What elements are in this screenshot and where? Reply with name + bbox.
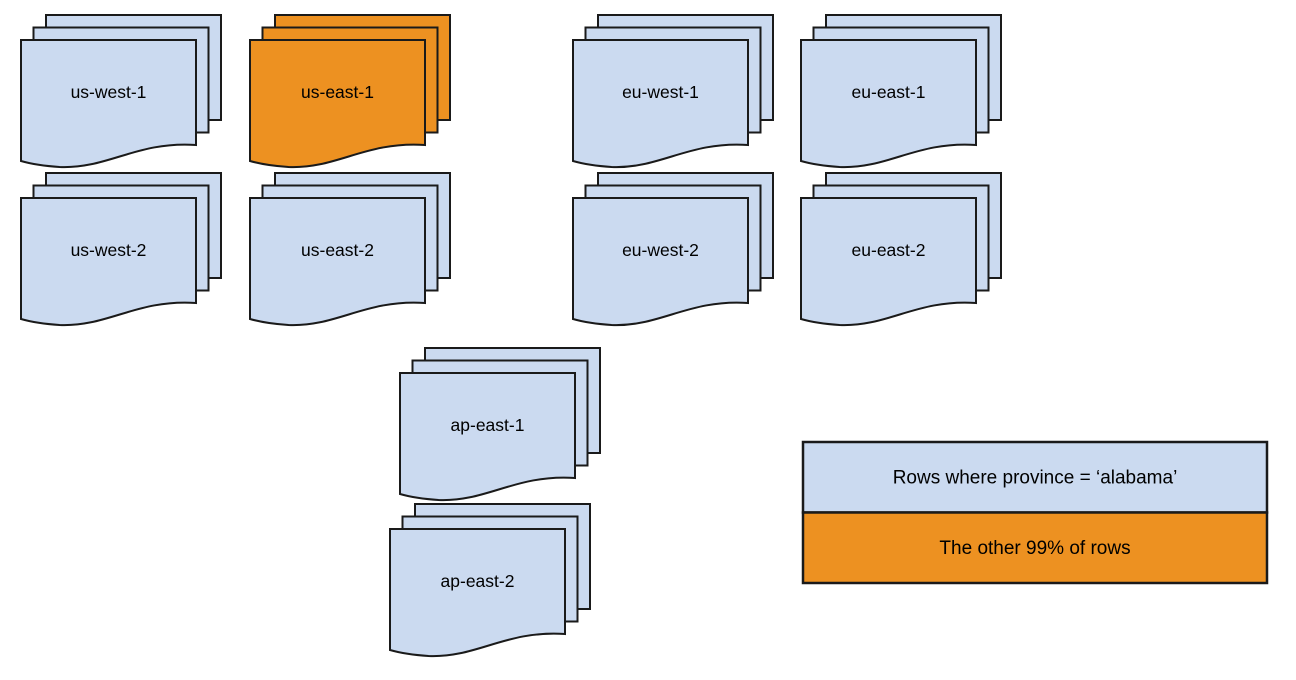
stack-label-eu-west-1: eu-west-1	[622, 82, 699, 102]
document-stack-us-west-2[interactable]: us-west-2	[20, 172, 222, 327]
stack-sheet-front	[399, 372, 576, 502]
document-stack-ap-east-2[interactable]: ap-east-2	[389, 503, 591, 658]
legend-swatch-highlight	[801, 440, 1269, 514]
legend-label-legend-other: The other 99% of rows	[939, 538, 1130, 559]
document-stack-eu-east-2[interactable]: eu-east-2	[800, 172, 1002, 327]
document-stack-eu-east-1[interactable]: eu-east-1	[800, 14, 1002, 169]
stack-label-eu-east-1: eu-east-1	[852, 82, 926, 102]
stack-sheet-front	[572, 197, 749, 327]
stack-sheet-front	[800, 197, 977, 327]
legend-label-legend-highlight: Rows where province = ‘alabama’	[893, 467, 1178, 488]
legend-row-legend-highlight: Rows where province = ‘alabama’	[801, 440, 1269, 514]
legend: Rows where province = ‘alabama’ The other…	[801, 440, 1269, 585]
stack-label-ap-east-2: ap-east-2	[441, 571, 515, 591]
stack-sheet-front	[20, 39, 197, 169]
stacks-layer: us-west-1 us-east-1 eu-west-1 eu-east-1 us-w…	[20, 14, 1002, 658]
stack-label-us-west-2: us-west-2	[71, 240, 147, 260]
document-stack-us-west-1[interactable]: us-west-1	[20, 14, 222, 169]
stack-sheet-front	[572, 39, 749, 169]
document-stack-us-east-2[interactable]: us-east-2	[249, 172, 451, 327]
document-stack-eu-west-1[interactable]: eu-west-1	[572, 14, 774, 169]
stack-sheet-front	[389, 528, 566, 658]
stack-sheet-front	[800, 39, 977, 169]
stack-label-us-west-1: us-west-1	[71, 82, 147, 102]
stack-sheet-front	[20, 197, 197, 327]
legend-swatch-other	[801, 511, 1269, 585]
document-stack-us-east-1[interactable]: us-east-1	[249, 14, 451, 169]
stack-label-eu-east-2: eu-east-2	[852, 240, 926, 260]
document-stack-eu-west-2[interactable]: eu-west-2	[572, 172, 774, 327]
stack-label-us-east-1: us-east-1	[301, 82, 374, 102]
stack-label-ap-east-1: ap-east-1	[451, 415, 525, 435]
document-stack-ap-east-1[interactable]: ap-east-1	[399, 347, 601, 502]
stack-label-us-east-2: us-east-2	[301, 240, 374, 260]
stack-sheet-front	[249, 39, 426, 169]
legend-row-legend-other: The other 99% of rows	[801, 511, 1269, 585]
stack-label-eu-west-2: eu-west-2	[622, 240, 699, 260]
stack-sheet-front	[249, 197, 426, 327]
